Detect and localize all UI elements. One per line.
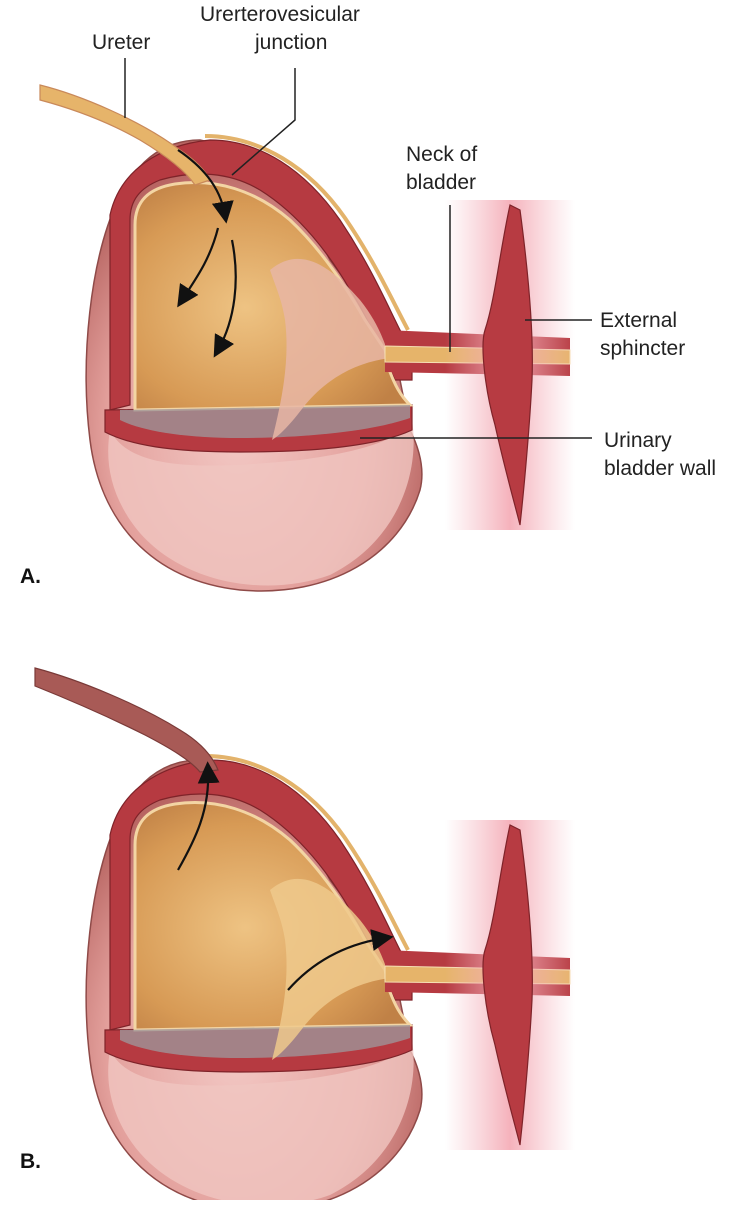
ureter-tube	[39, 84, 211, 186]
panel-b	[34, 667, 575, 1205]
panel-a-letter: A.	[20, 565, 41, 588]
external-sphincter	[482, 824, 533, 1146]
reflux-arrow	[177, 761, 220, 871]
flow-arrow	[213, 239, 237, 358]
ureterovesicular-junction-label-line1: Urerterovesicular	[200, 3, 360, 26]
panel-a	[39, 58, 592, 592]
external-sphincter-label-line2: sphincter	[600, 337, 686, 360]
trigone	[270, 878, 390, 1060]
trigone	[270, 258, 390, 440]
ureter-label: Ureter	[92, 31, 151, 54]
neck-of-bladder-label-line1: Neck of	[406, 143, 478, 166]
ureterovesicular-junction-label-line2: junction	[255, 31, 328, 54]
neck-of-bladder-label-line2: bladder	[406, 171, 477, 194]
panel-b-letter: B.	[20, 1150, 41, 1173]
flow-arrow	[177, 149, 234, 224]
external-sphincter-label-line1: External	[600, 309, 678, 332]
leader-lines	[124, 58, 592, 439]
urinary-bladder-wall-label-line1: Urinary	[604, 429, 672, 452]
urinary-bladder-wall-label-line2: bladder wall	[604, 457, 717, 480]
external-sphincter	[482, 204, 533, 526]
flow-arrow	[177, 227, 220, 308]
ureter-tube	[34, 667, 219, 773]
reflux-arrow	[287, 929, 394, 991]
